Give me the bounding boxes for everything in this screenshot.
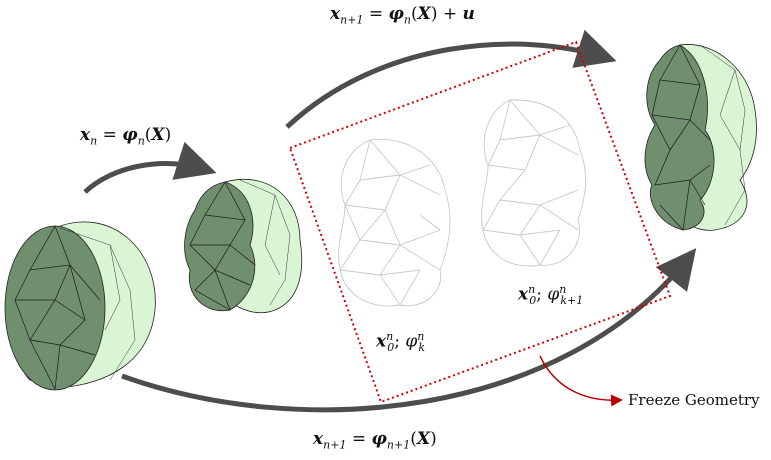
arrow-left (83, 141, 217, 194)
frame-label-k: xn0; φnk (376, 330, 426, 355)
frame-label-k1: xn0; φnk+1 (518, 283, 584, 308)
freeze-arrow (539, 355, 623, 407)
solid-initial (4, 221, 156, 391)
wireframe-k1 (481, 99, 587, 267)
equation-top: xn+1 = φn(X) + u (330, 4, 475, 27)
solid-deformed (184, 178, 303, 314)
arrow-bottom (121, 248, 697, 413)
equation-left: xn = φn(X) (80, 125, 172, 148)
wireframe-k (338, 138, 451, 307)
solid-final (644, 44, 757, 231)
freeze-geometry-label: Freeze Geometry (628, 391, 760, 409)
equation-bottom: xn+1 = φn+1(X) (313, 429, 437, 452)
arrow-top (285, 29, 617, 129)
freeze-frame (288, 40, 672, 404)
